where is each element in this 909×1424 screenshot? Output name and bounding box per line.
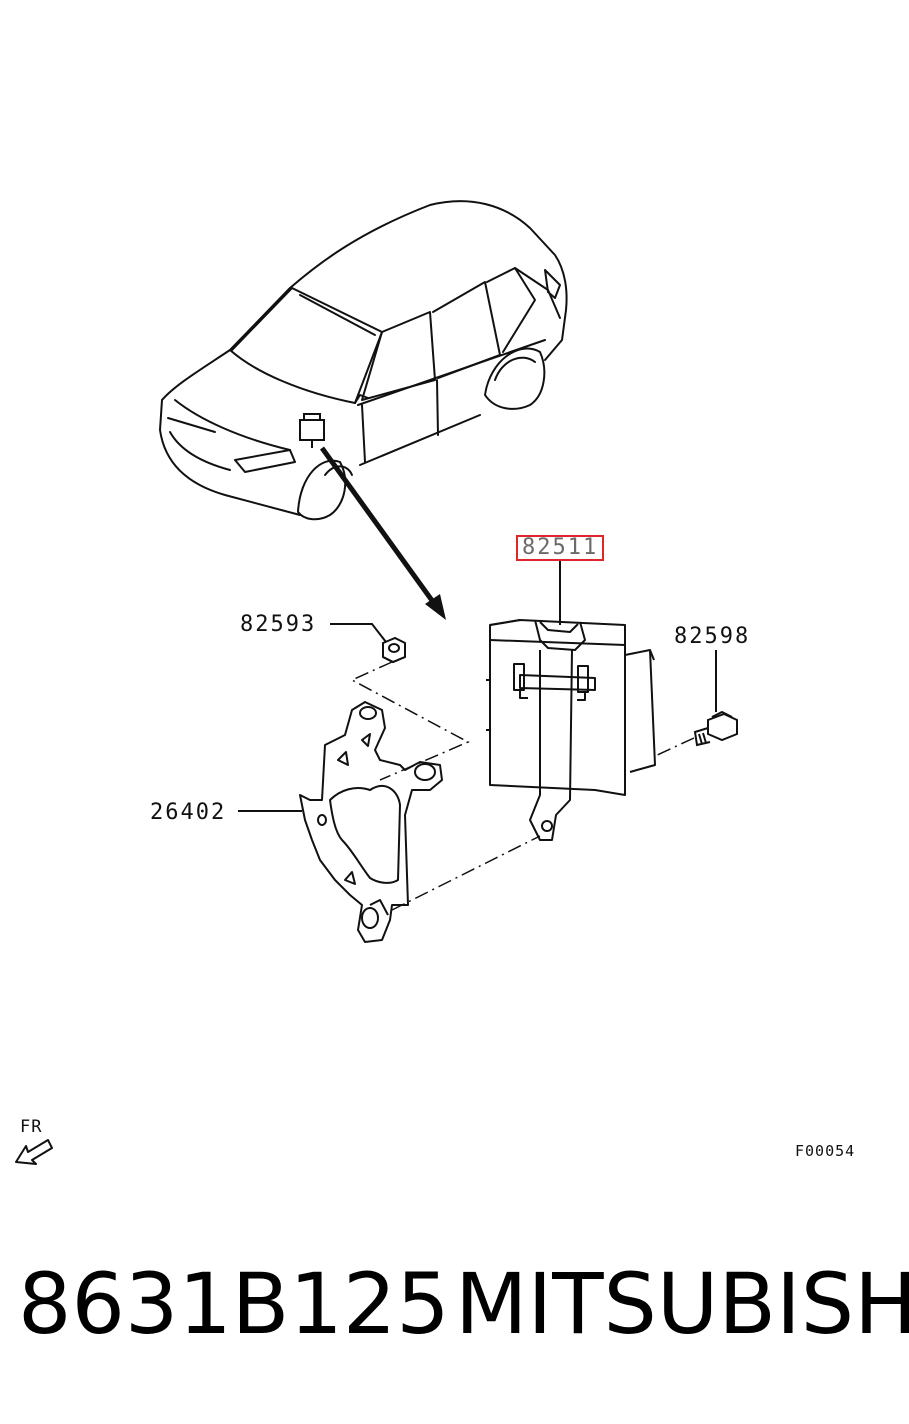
footer-brand: MITSUBISHI <box>455 1255 909 1353</box>
leader-lines <box>238 560 717 812</box>
front-direction-arrow-icon <box>15 1139 53 1165</box>
flange-nut <box>382 636 406 664</box>
flange-bolt <box>693 710 738 747</box>
callout-bracket-part-number[interactable]: 26402 <box>150 800 227 825</box>
callout-bolt-part-number[interactable]: 82598 <box>674 624 751 649</box>
callout-ecu-part-number[interactable]: 82511 <box>516 535 605 561</box>
location-marker-icon <box>299 413 325 448</box>
mounting-bracket <box>299 701 443 943</box>
ecu-module <box>486 619 656 841</box>
figure-code: F00054 <box>795 1142 856 1160</box>
footer-part-number: 8631B125 <box>18 1255 450 1353</box>
pointer-arrow-icon <box>319 446 446 620</box>
assembly-guide-lines <box>350 661 695 911</box>
callout-nut-part-number[interactable]: 82593 <box>240 612 317 637</box>
vehicle-illustration <box>159 200 568 521</box>
direction-label: FR <box>20 1117 43 1137</box>
